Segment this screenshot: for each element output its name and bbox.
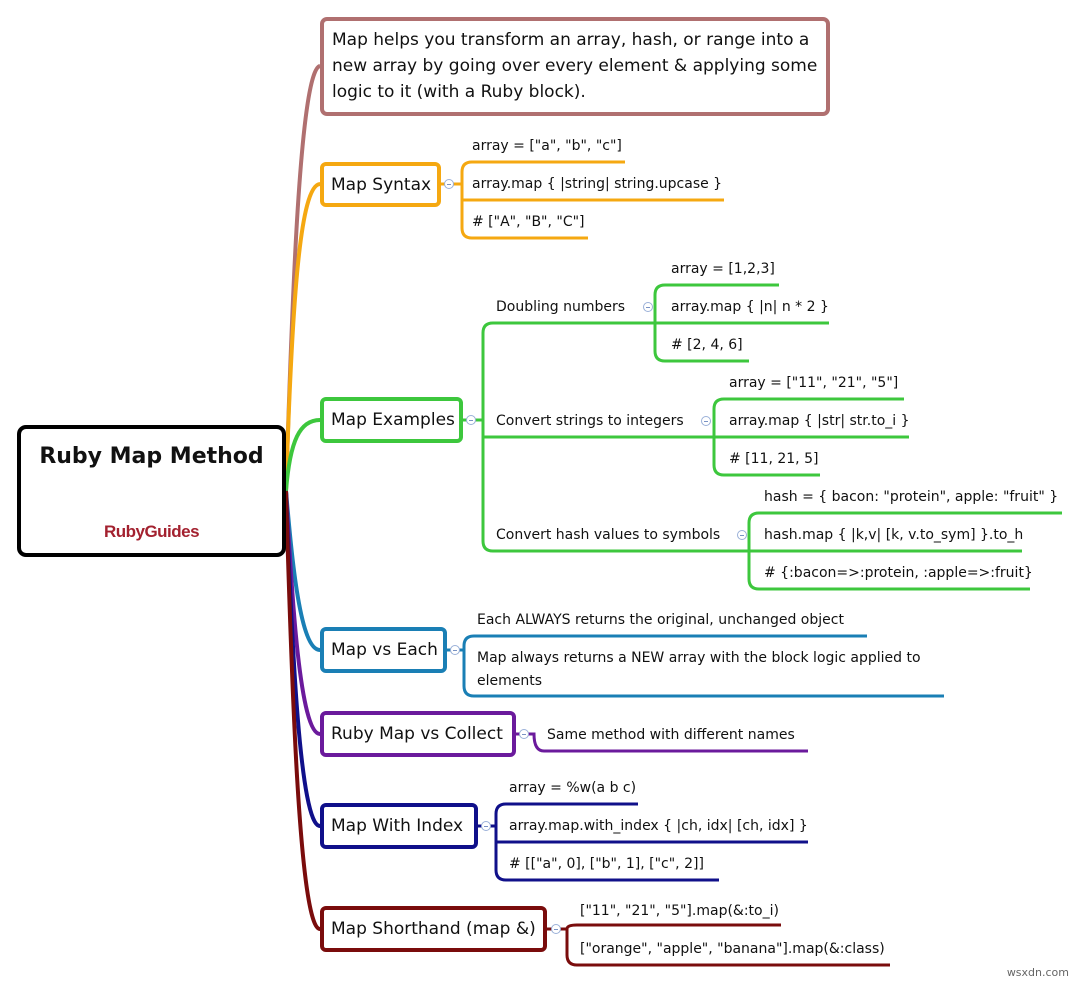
collapse-toggle-icon[interactable] [466,415,476,425]
with-index-leaf[interactable]: # [["a", 0], ["b", 1], ["c", 2]] [509,856,704,872]
map-shorthand-title: Map Shorthand (map &) [331,919,536,939]
syntax-leaf[interactable]: array = ["a", "b", "c"] [472,138,622,154]
map-with-index-title: Map With Index [331,816,464,836]
examples-leaf[interactable]: array.map { |str| str.to_i } [729,413,910,429]
description-node[interactable]: Map helps you transform an array, hash, … [320,17,830,116]
collapse-toggle-icon[interactable] [450,645,460,655]
collapse-toggle-icon[interactable] [519,729,529,739]
examples-leaf[interactable]: hash.map { |k,v| [k, v.to_sym] }.to_h [764,527,1024,543]
examples-group-hash[interactable]: Convert hash values to symbols [496,527,721,543]
shorthand-leaf[interactable]: ["orange", "apple", "banana"].map(&:clas… [580,941,885,957]
collapse-toggle-icon[interactable] [551,924,561,934]
map-with-index-node[interactable]: Map With Index [320,803,478,849]
collapse-toggle-icon[interactable] [444,179,454,189]
examples-group-strings[interactable]: Convert strings to integers [496,413,684,429]
rubyguides-logo: RubyGuides [103,522,200,541]
map-examples-title: Map Examples [331,410,455,430]
examples-leaf[interactable]: # {:bacon=>:protein, :apple=>:fruit} [764,565,1033,581]
vs-collect-leaf[interactable]: Same method with different names [547,727,795,743]
watermark: wsxdn.com [1006,966,1069,979]
collapse-toggle-icon[interactable] [701,416,711,426]
map-vs-collect-title: Ruby Map vs Collect [331,724,503,744]
map-vs-each-node[interactable]: Map vs Each [320,627,447,673]
map-syntax-node[interactable]: Map Syntax [320,162,441,207]
map-shorthand-node[interactable]: Map Shorthand (map &) [320,906,547,952]
map-examples-node[interactable]: Map Examples [320,397,463,443]
root-title: Ruby Map Method [39,444,264,469]
map-syntax-title: Map Syntax [331,174,432,195]
examples-leaf[interactable]: array.map { |n| n * 2 } [671,299,829,315]
examples-leaf[interactable]: array = [1,2,3] [671,261,775,277]
map-vs-collect-node[interactable]: Ruby Map vs Collect [320,711,516,757]
examples-leaf[interactable]: # [2, 4, 6] [671,337,743,353]
root-node[interactable]: Ruby Map Method RubyGuides [17,425,286,557]
collapse-toggle-icon[interactable] [481,821,491,831]
vs-each-leaf[interactable]: Map always returns a NEW array with the … [477,650,921,666]
vs-each-leaf[interactable]: Each ALWAYS returns the original, unchan… [477,612,844,628]
vs-each-leaf[interactable]: elements [477,673,543,689]
examples-leaf[interactable]: array = ["11", "21", "5"] [729,375,899,391]
syntax-leaf[interactable]: # ["A", "B", "C"] [472,214,585,230]
syntax-leaf[interactable]: array.map { |string| string.upcase } [472,176,723,192]
shorthand-leaf[interactable]: ["11", "21", "5"].map(&:to_i) [580,903,779,919]
examples-leaf[interactable]: hash = { bacon: "protein", apple: "fruit… [764,489,1059,505]
examples-leaf[interactable]: # [11, 21, 5] [729,451,819,467]
collapse-toggle-icon[interactable] [643,302,653,312]
with-index-leaf[interactable]: array.map.with_index { |ch, idx| [ch, id… [509,818,808,834]
with-index-leaf[interactable]: array = %w(a b c) [509,780,637,796]
collapse-toggle-icon[interactable] [737,530,747,540]
map-vs-each-title: Map vs Each [331,640,438,660]
examples-group-doubling[interactable]: Doubling numbers [496,299,626,315]
